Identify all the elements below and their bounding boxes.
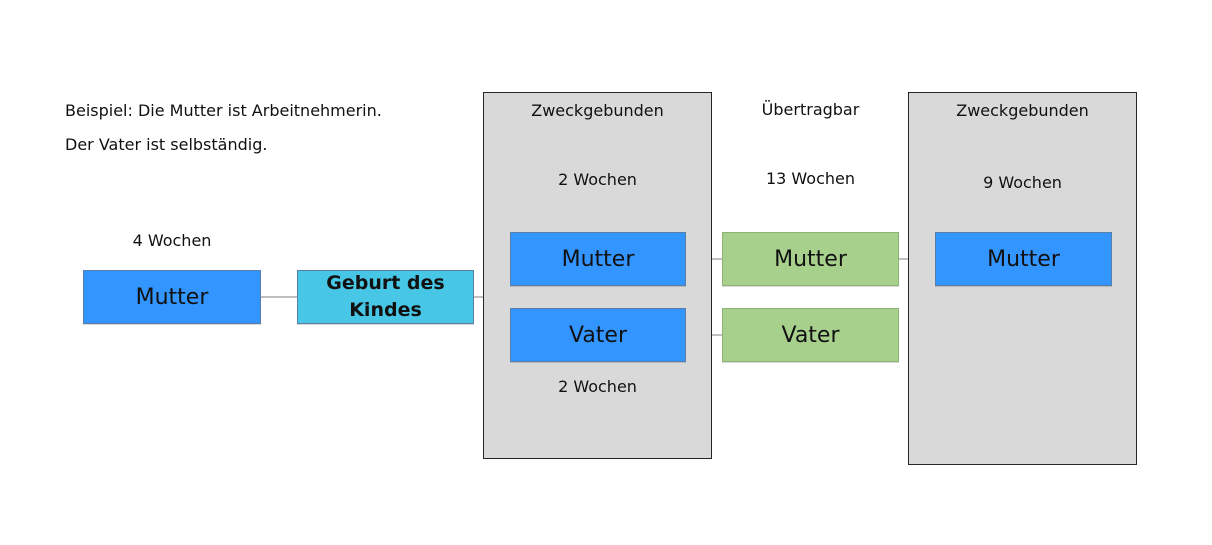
pre-birth-duration: 4 Wochen [132,231,212,250]
block1-vater-label: Vater [568,322,628,348]
block1-title: Zweckgebunden [531,101,664,120]
birth-label-line1: Geburt des [326,272,445,294]
block2-title: Übertragbar [761,100,860,119]
example-note-line1: Beispiel: Die Mutter ist Arbeitnehmerin. [65,101,382,120]
block1-vater-box: Vater [510,308,686,362]
block2-vater-box: Vater [722,308,899,362]
birth-box: Geburt des Kindes [297,270,474,324]
pre-birth-mutter-label: Mutter [135,284,209,310]
block1-mutter-label: Mutter [561,246,635,272]
block3-mutter-box: Mutter [935,232,1112,286]
block3-title: Zweckgebunden [956,101,1089,120]
block2-duration: 13 Wochen [765,169,856,188]
pre-birth-mutter-box: Mutter [83,270,261,324]
block1-duration-bottom: 2 Wochen [558,377,637,396]
block2-mutter-label: Mutter [774,246,847,272]
block3-duration: 9 Wochen [983,173,1062,192]
block2-vater-label: Vater [781,322,840,348]
block1-duration-top: 2 Wochen [558,170,637,189]
birth-label-line2: Kindes [349,299,422,321]
block2-mutter-box: Mutter [722,232,899,286]
example-note-line2: Der Vater ist selbständig. [65,135,268,154]
block3-mutter-label: Mutter [987,246,1060,272]
block1-mutter-box: Mutter [510,232,686,286]
